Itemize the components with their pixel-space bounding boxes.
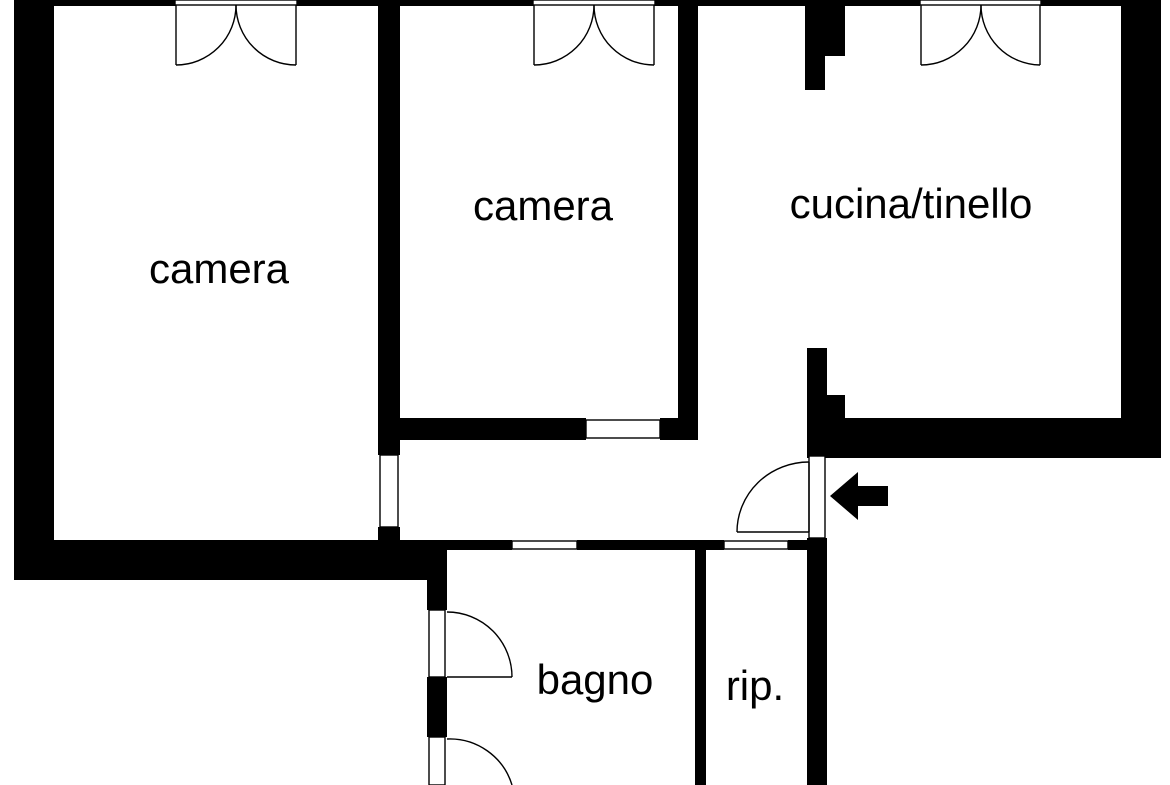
windows: [379, 419, 826, 785]
wall-right-outer: [1121, 0, 1161, 458]
wall-entrance-lower: [807, 538, 827, 785]
window-bagno-top: [511, 540, 578, 550]
entrance-door-leaf: [808, 455, 826, 539]
wall-left-top-b: [296, 0, 398, 6]
window-rip-top: [723, 540, 789, 550]
walls: [14, 0, 1161, 785]
entrance-door-swing: [736, 461, 810, 533]
wall-left-bottom: [14, 540, 446, 580]
wall-mid-top-b: [654, 0, 698, 6]
room-label-camera-2: camera: [473, 182, 614, 229]
wall-stub-bottom-b: [825, 395, 845, 425]
wall-partition-1-low: [378, 527, 400, 547]
wall-bagno-left-b: [427, 677, 447, 737]
wall-left-top-a: [14, 0, 176, 6]
wall-stub-bottom: [807, 348, 827, 458]
wall-corridor-bottom-b: [577, 540, 724, 550]
wall-mid-bottom-a: [398, 418, 586, 440]
room-label-camera-1: camera: [149, 245, 290, 292]
wall-corridor-bottom-a: [436, 540, 512, 550]
wall-partition-1: [378, 0, 400, 455]
wall-right-bottom: [807, 418, 1161, 458]
wall-right-top-b: [1040, 0, 1160, 6]
wall-stub-top: [805, 0, 825, 90]
room-label-cucina: cucina/tinello: [790, 180, 1033, 227]
wall-bagno-rip: [695, 545, 706, 785]
wall-corridor-bottom-c: [788, 540, 810, 550]
wall-mid-bottom-b: [660, 418, 698, 440]
wall-mid-top-a: [398, 0, 534, 6]
window-bagno-left-1: [428, 609, 446, 678]
french-door-camera-1: [174, 0, 298, 66]
french-door-cucina: [919, 0, 1042, 66]
window-bagno-left-2: [428, 736, 446, 785]
bagno-door-swing-1: [446, 611, 513, 678]
wall-bagno-left-a: [427, 540, 447, 610]
wall-left-outer: [14, 0, 54, 580]
arrow-left-icon: [830, 472, 888, 520]
french-door-camera-2: [532, 0, 656, 66]
wall-stub-top-b: [825, 0, 845, 56]
room-label-rip: rip.: [726, 662, 784, 709]
bagno-door-swing-2: [446, 738, 513, 785]
window-camera-1-side: [379, 454, 399, 528]
wall-partition-2: [678, 0, 698, 440]
room-label-bagno: bagno: [537, 656, 654, 703]
window-camera-2-bottom: [585, 419, 661, 439]
